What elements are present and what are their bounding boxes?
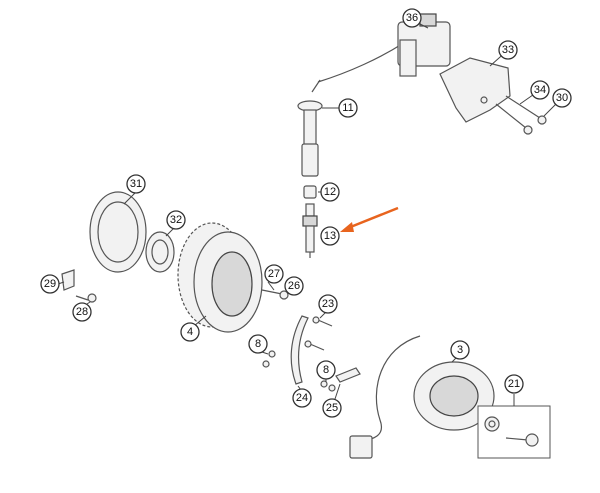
callout-4: 4 <box>187 326 193 338</box>
callout-34: 34 <box>534 84 546 96</box>
callout-3: 3 <box>457 344 463 356</box>
washers-left <box>262 350 276 368</box>
spark-plug <box>302 203 318 258</box>
spark-plug-cap-nut <box>303 185 317 199</box>
callout-30: 30 <box>556 92 568 104</box>
flywheel-rotor <box>177 222 263 333</box>
tensioner-rail <box>290 315 309 385</box>
callout-23: 23 <box>322 298 334 310</box>
callout-33: 33 <box>502 44 514 56</box>
callout-27: 27 <box>268 268 280 280</box>
rotor-screw <box>261 289 289 300</box>
callout-13: 13 <box>324 230 336 242</box>
callout-25: 25 <box>326 402 338 414</box>
washers-right <box>320 380 336 392</box>
callout-29: 29 <box>44 278 56 290</box>
callout-24: 24 <box>296 392 308 404</box>
sensor-clip <box>61 269 97 303</box>
bracket-bolts <box>480 95 547 135</box>
coil-bracket <box>439 57 511 123</box>
callout-32: 32 <box>170 214 182 226</box>
spark-plug-boot <box>297 79 323 177</box>
stator <box>349 335 495 459</box>
callout-26: 26 <box>288 280 300 292</box>
hardware-inset <box>477 394 551 459</box>
cover-plate <box>89 191 147 273</box>
guide-bolts <box>304 316 333 351</box>
callout-12: 12 <box>324 186 336 198</box>
callout-21: 21 <box>508 378 520 390</box>
callout-36: 36 <box>406 12 418 24</box>
callout-11: 11 <box>342 102 353 114</box>
callout-28: 28 <box>76 306 88 318</box>
highlight-arrow <box>340 206 399 232</box>
chain-guide <box>335 367 361 383</box>
callout-31: 31 <box>130 178 142 190</box>
callouts: 36 33 34 30 11 12 13 31 32 27 26 29 <box>40 8 572 418</box>
callout-8-right: 8 <box>323 364 329 376</box>
ignition-coil <box>317 13 451 83</box>
bearing-ring <box>145 231 175 273</box>
callout-8-left: 8 <box>255 338 261 350</box>
